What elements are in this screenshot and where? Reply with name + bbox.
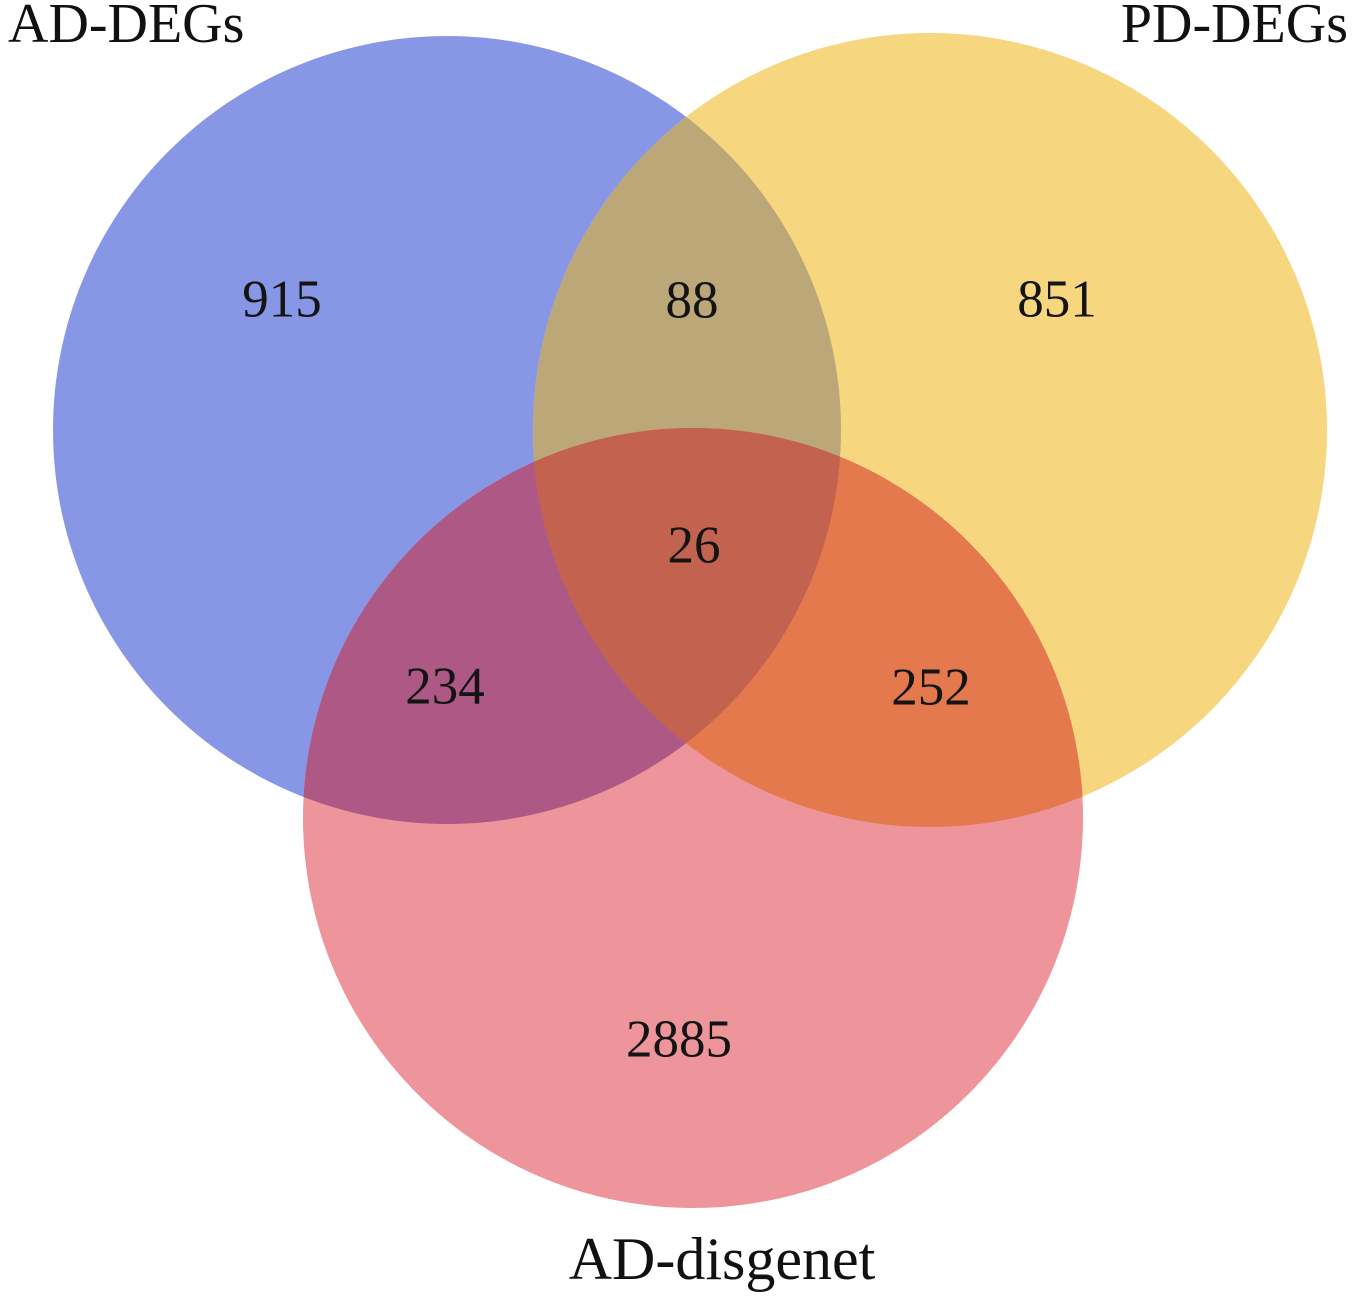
count-ad-degs-only: 915 [242,270,322,329]
set-label-pd-degs: PD-DEGs [1120,0,1348,55]
count-pd-disgenet-overlap: 252 [891,658,971,717]
set-label-ad-disgenet: AD-disgenet [568,1226,876,1292]
count-all-three-overlap: 26 [667,516,721,575]
count-ad-pd-overlap: 88 [665,271,719,330]
set-label-ad-degs: AD-DEGs [8,0,245,55]
count-ad-disgenet-only: 2885 [626,1010,732,1069]
count-pd-degs-only: 851 [1017,270,1097,329]
count-ad-disgenet-overlap: 234 [405,657,485,716]
